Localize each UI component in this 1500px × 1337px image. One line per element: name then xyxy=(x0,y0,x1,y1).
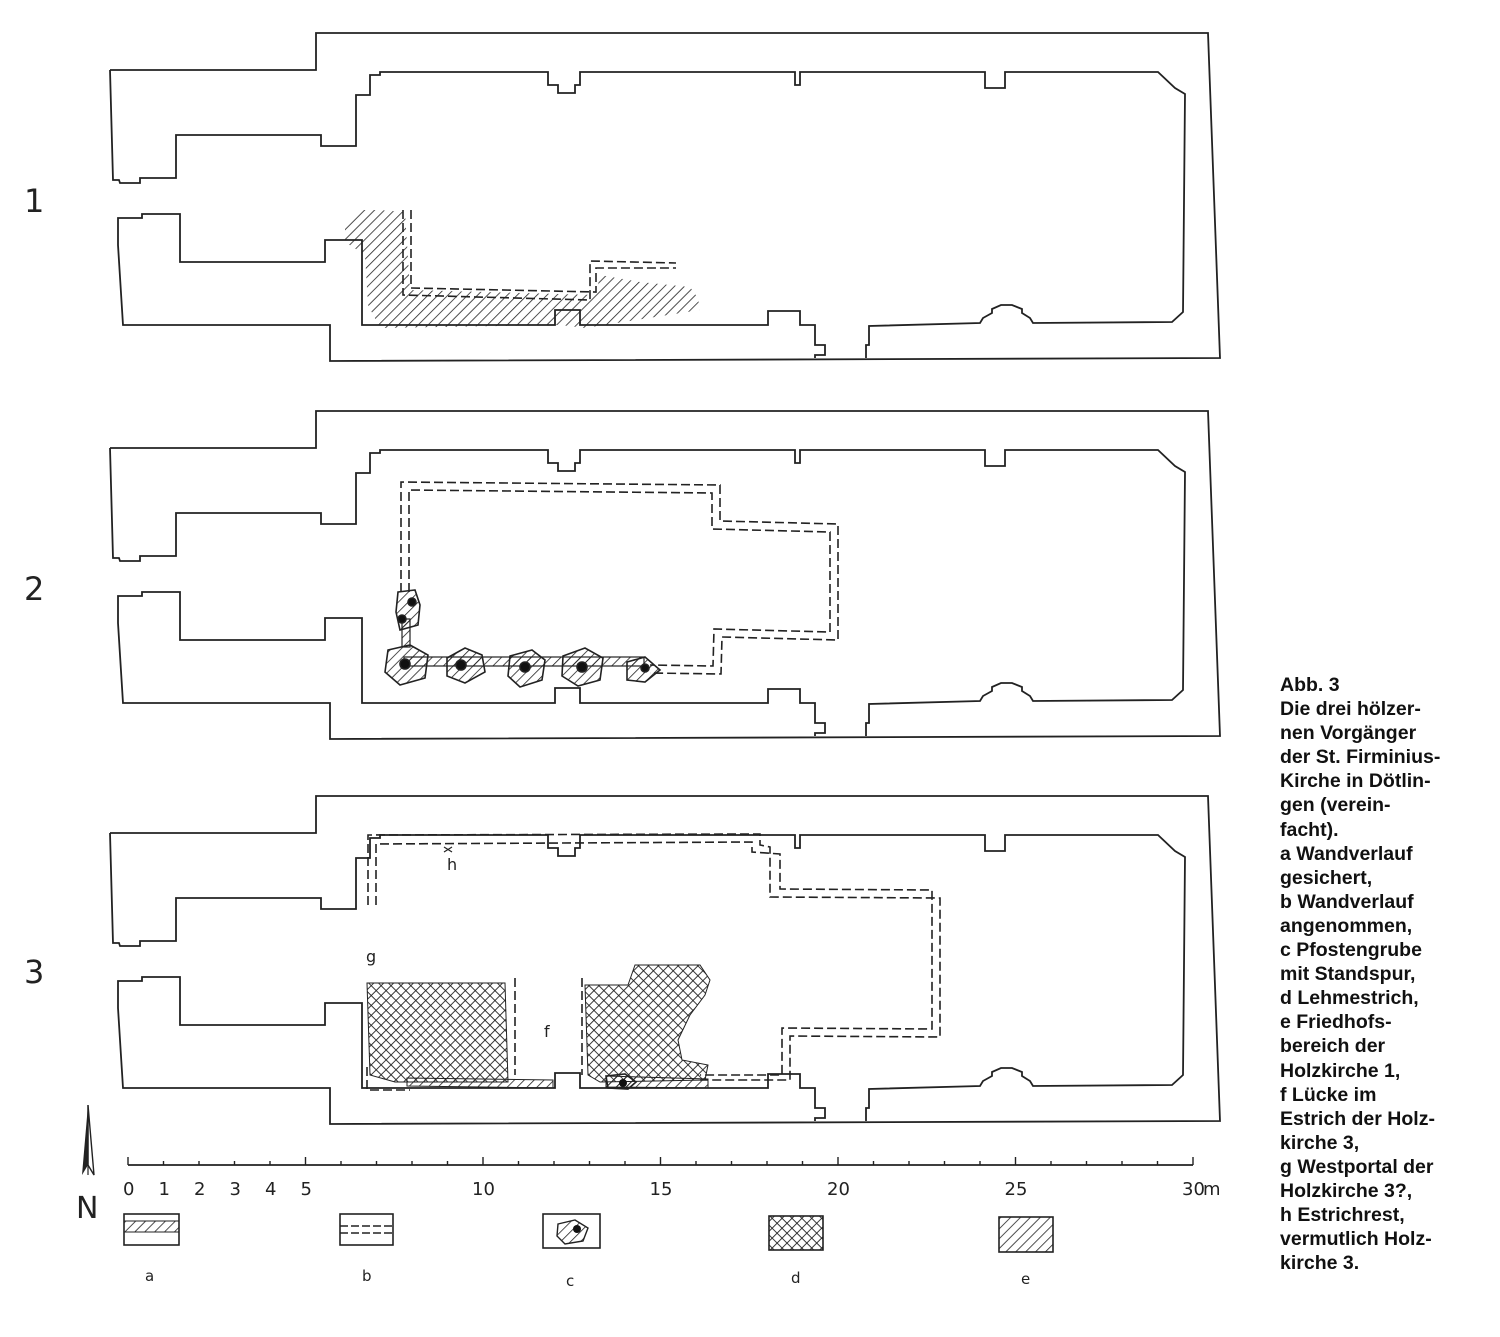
north-arrow: N xyxy=(76,1104,98,1226)
caption-line: Kirche in Dötlin- xyxy=(1280,770,1431,793)
caption-line: facht). xyxy=(1280,818,1339,841)
caption-line: Die drei hölzer- xyxy=(1280,698,1421,721)
scale-label: 30 xyxy=(1182,1179,1205,1200)
caption-line: Holzkirche 3?, xyxy=(1280,1179,1413,1202)
caption-line: Abb. 3 xyxy=(1280,674,1340,696)
scale-label: 5 xyxy=(301,1179,312,1200)
scale-unit: m xyxy=(1203,1179,1221,1200)
legend-item-a: a xyxy=(123,1213,180,1285)
scale-label: 25 xyxy=(1005,1179,1028,1200)
plan-numbers: 1 2 3 xyxy=(24,182,44,991)
clay-floor-3 xyxy=(366,846,711,1083)
legend-item-e: e xyxy=(998,1216,1054,1288)
caption-line: c Pfostengrube xyxy=(1280,939,1422,962)
assumed-wall-1 xyxy=(402,210,677,301)
north-label: N xyxy=(76,1191,98,1226)
scale-label: 0 xyxy=(123,1179,134,1200)
legend-key-d: d xyxy=(791,1269,801,1287)
church-outline-2 xyxy=(109,410,1221,740)
caption-line: der St. Firminius- xyxy=(1280,746,1441,769)
caption-line: f Lücke im xyxy=(1280,1083,1377,1106)
caption-line: g Westportal der xyxy=(1280,1155,1434,1178)
assumed-wall-2 xyxy=(400,481,839,675)
plan-number-1: 1 xyxy=(24,182,44,220)
caption-line: Estrich der Holz- xyxy=(1280,1107,1435,1130)
plan-number-3: 3 xyxy=(24,953,44,991)
scale-label: 1 xyxy=(159,1179,170,1200)
plan-1 xyxy=(109,32,1221,362)
scale-label: 4 xyxy=(265,1179,276,1200)
annotation-f: f xyxy=(544,1022,550,1041)
caption-line: bereich der xyxy=(1280,1035,1386,1058)
caption-line: b Wandverlauf xyxy=(1280,890,1414,913)
scale-label: 15 xyxy=(650,1179,673,1200)
legend-item-c: c xyxy=(542,1213,601,1290)
cemetery-area-1 xyxy=(345,210,700,328)
plan-2 xyxy=(109,410,1221,740)
caption-line: angenommen, xyxy=(1280,914,1413,937)
assumed-wall-3 xyxy=(366,833,941,1091)
legend-key-a: a xyxy=(145,1267,154,1285)
caption-line: kirche 3. xyxy=(1280,1252,1360,1275)
scale-label: 10 xyxy=(472,1179,495,1200)
caption-line: vermutlich Holz- xyxy=(1280,1228,1432,1251)
scale-label: 2 xyxy=(194,1179,205,1200)
plan-number-2: 2 xyxy=(24,570,44,608)
legend-key-c: c xyxy=(566,1272,574,1290)
legend-item-b: b xyxy=(339,1213,394,1285)
scale-label: 20 xyxy=(827,1179,850,1200)
caption-line: nen Vorgänger xyxy=(1280,722,1417,745)
caption-line: gesichert, xyxy=(1280,866,1373,889)
legend-item-d: d xyxy=(768,1215,824,1287)
plan-3 xyxy=(109,795,1221,1125)
scale-bar: 0 1 2 3 4 5 10 15 20 25 30m xyxy=(123,1157,1221,1200)
legend-key-e: e xyxy=(1021,1270,1030,1288)
church-plans-drawing: 1 2 3 f g h N 0 1 2 3 4 5 10 15 20 25 30m a b xyxy=(24,32,1221,1290)
hatched-wall-3 xyxy=(406,1073,709,1090)
legend-key-b: b xyxy=(362,1267,372,1285)
caption-line: gen (verein- xyxy=(1280,794,1391,817)
caption-line: h Estrichrest, xyxy=(1280,1204,1405,1227)
annotation-g: g xyxy=(366,947,376,966)
caption-line: Holzkirche 1, xyxy=(1280,1059,1401,1082)
caption-line: a Wandverlauf xyxy=(1280,842,1413,865)
caption-line: d Lehmestrich, xyxy=(1280,987,1419,1010)
caption-line: kirche 3, xyxy=(1280,1131,1360,1154)
annotation-h: h xyxy=(447,855,457,874)
legend: a b c d e xyxy=(123,1213,1054,1290)
caption-line: mit Standspur, xyxy=(1280,963,1416,986)
caption-line: e Friedhofs- xyxy=(1280,1011,1392,1034)
scale-label: 3 xyxy=(230,1179,241,1200)
post-pits-2 xyxy=(384,589,662,688)
